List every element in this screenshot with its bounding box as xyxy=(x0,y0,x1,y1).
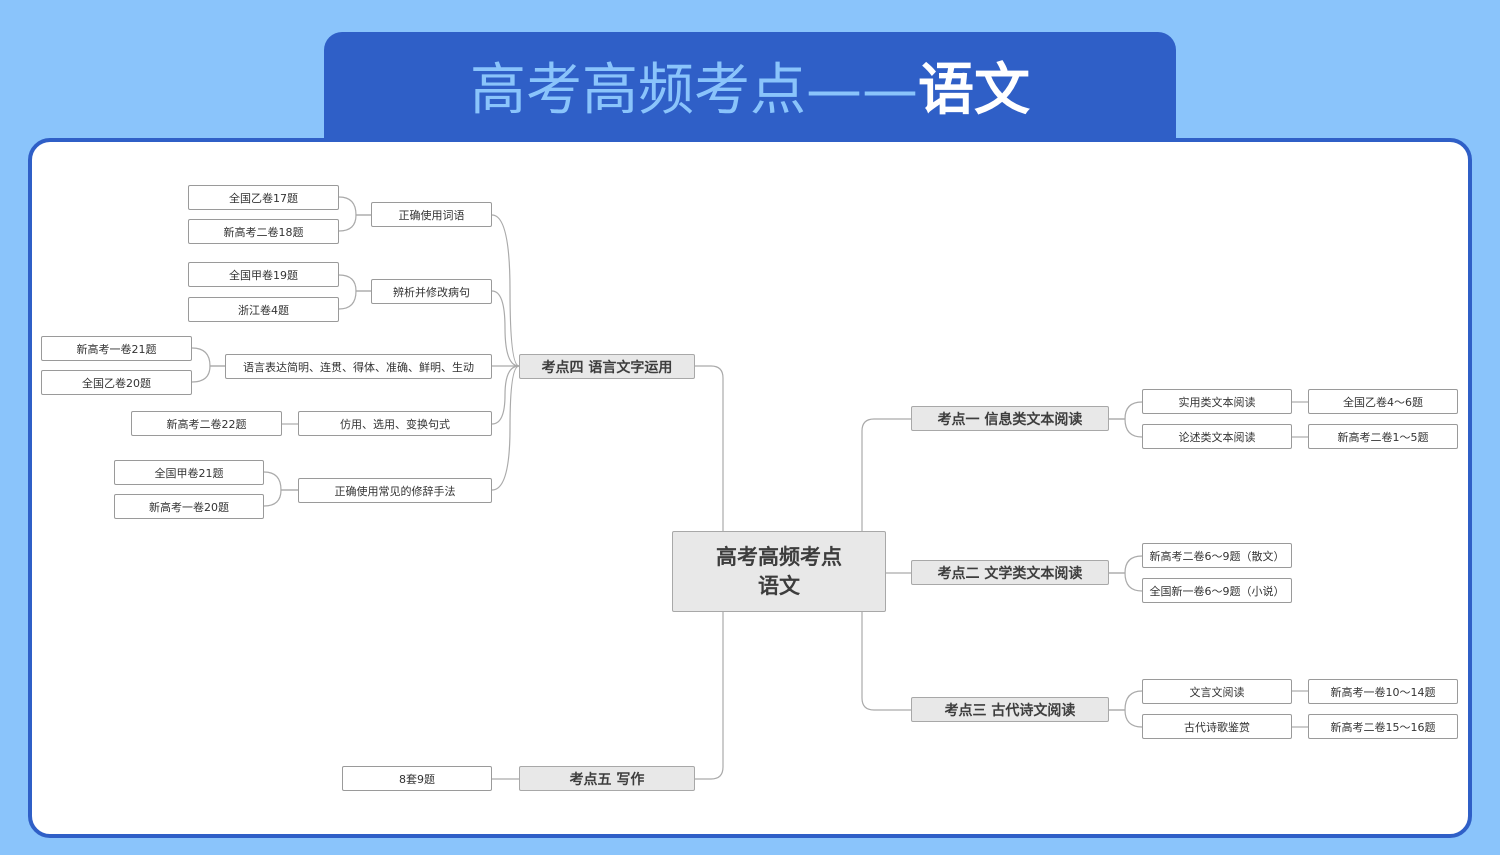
topic4-sub5-node[interactable]: 正确使用常见的修辞手法 xyxy=(298,478,492,503)
topic4-sub3-leaf2[interactable]: 全国乙卷20题 xyxy=(41,370,192,395)
topic4-sub3-node[interactable]: 语言表达简明、连贯、得体、准确、鲜明、生动 xyxy=(225,354,492,379)
link-sub3-leaf2 xyxy=(191,365,225,383)
link-topic4-sub2 xyxy=(491,290,520,367)
topic4-sub2-node[interactable]: 辨析并修改病句 xyxy=(371,279,492,304)
root-line1: 高考高频考点 xyxy=(716,544,842,569)
topic2-leaf2[interactable]: 全国新一卷6～9题（小说） xyxy=(1142,578,1292,603)
topic4-sub5-leaf2[interactable]: 新高考一卷20题 xyxy=(114,494,264,519)
link-sub5-leaf2 xyxy=(263,489,298,507)
topic4-node[interactable]: 考点四 语言文字运用 xyxy=(519,354,695,379)
root-node[interactable]: 高考高频考点 语文 xyxy=(672,531,886,612)
link-topic1-sub2 xyxy=(1109,418,1143,438)
topic4-sub1-leaf1[interactable]: 全国乙卷17题 xyxy=(188,185,339,210)
topic1-node[interactable]: 考点一 信息类文本阅读 xyxy=(911,406,1109,431)
link-topic4-sub4 xyxy=(491,365,520,425)
link-topic3-sub1 xyxy=(1109,690,1143,711)
link-sub1-leaf1 xyxy=(338,196,371,216)
link-sub1-leaf2 xyxy=(338,214,371,232)
link-topic4-sub1 xyxy=(491,214,520,367)
title-banner xyxy=(324,32,1176,152)
link-topic3-sub2 xyxy=(1109,709,1143,728)
topic4-sub1-node[interactable]: 正确使用词语 xyxy=(371,202,492,227)
link-sub2-leaf1 xyxy=(338,274,371,292)
link-sub2-leaf2 xyxy=(338,290,371,310)
link-topic4-sub5 xyxy=(491,365,520,491)
link-root-topic4 xyxy=(695,365,724,531)
link-topic1-sub1 xyxy=(1109,401,1143,420)
topic3-sub2-leaf1[interactable]: 新高考二卷15～16题 xyxy=(1308,714,1458,739)
page-title: 高考高频考点——语文 xyxy=(0,58,1500,124)
topic2-node[interactable]: 考点二 文学类文本阅读 xyxy=(911,560,1109,585)
topic5-leaf1[interactable]: 8套9题 xyxy=(342,766,492,791)
link-root-topic5 xyxy=(695,612,724,780)
topic1-sub1-node[interactable]: 实用类文本阅读 xyxy=(1142,389,1292,414)
topic2-leaf1[interactable]: 新高考二卷6～9题（散文） xyxy=(1142,543,1292,568)
topic1-sub2-leaf1[interactable]: 新高考二卷1～5题 xyxy=(1308,424,1458,449)
topic3-node[interactable]: 考点三 古代诗文阅读 xyxy=(911,697,1109,722)
link-sub3-leaf1 xyxy=(191,347,225,367)
link-topic2-leaf1 xyxy=(1109,555,1143,574)
topic3-sub1-node[interactable]: 文言文阅读 xyxy=(1142,679,1292,704)
topic4-sub2-leaf2[interactable]: 浙江卷4题 xyxy=(188,297,339,322)
topic4-sub2-leaf1[interactable]: 全国甲卷19题 xyxy=(188,262,339,287)
topic1-sub1-leaf1[interactable]: 全国乙卷4～6题 xyxy=(1308,389,1458,414)
topic4-sub4-leaf1[interactable]: 新高考二卷22题 xyxy=(131,411,282,436)
page-title-prefix: 高考高频考点—— xyxy=(470,58,918,123)
topic3-sub2-node[interactable]: 古代诗歌鉴赏 xyxy=(1142,714,1292,739)
link-topic2-leaf2 xyxy=(1109,572,1143,592)
topic4-sub3-leaf1[interactable]: 新高考一卷21题 xyxy=(41,336,192,361)
topic1-sub2-node[interactable]: 论述类文本阅读 xyxy=(1142,424,1292,449)
topic5-node[interactable]: 考点五 写作 xyxy=(519,766,695,791)
link-sub5-leaf1 xyxy=(263,471,298,491)
page-title-subject: 语文 xyxy=(918,58,1030,123)
link-root-topic3 xyxy=(861,612,911,711)
topic4-sub4-node[interactable]: 仿用、选用、变换句式 xyxy=(298,411,492,436)
topic3-sub1-leaf1[interactable]: 新高考一卷10～14题 xyxy=(1308,679,1458,704)
link-root-topic1 xyxy=(861,418,911,531)
root-line2: 语文 xyxy=(758,573,800,598)
topic4-sub1-leaf2[interactable]: 新高考二卷18题 xyxy=(188,219,339,244)
topic4-sub5-leaf1[interactable]: 全国甲卷21题 xyxy=(114,460,264,485)
